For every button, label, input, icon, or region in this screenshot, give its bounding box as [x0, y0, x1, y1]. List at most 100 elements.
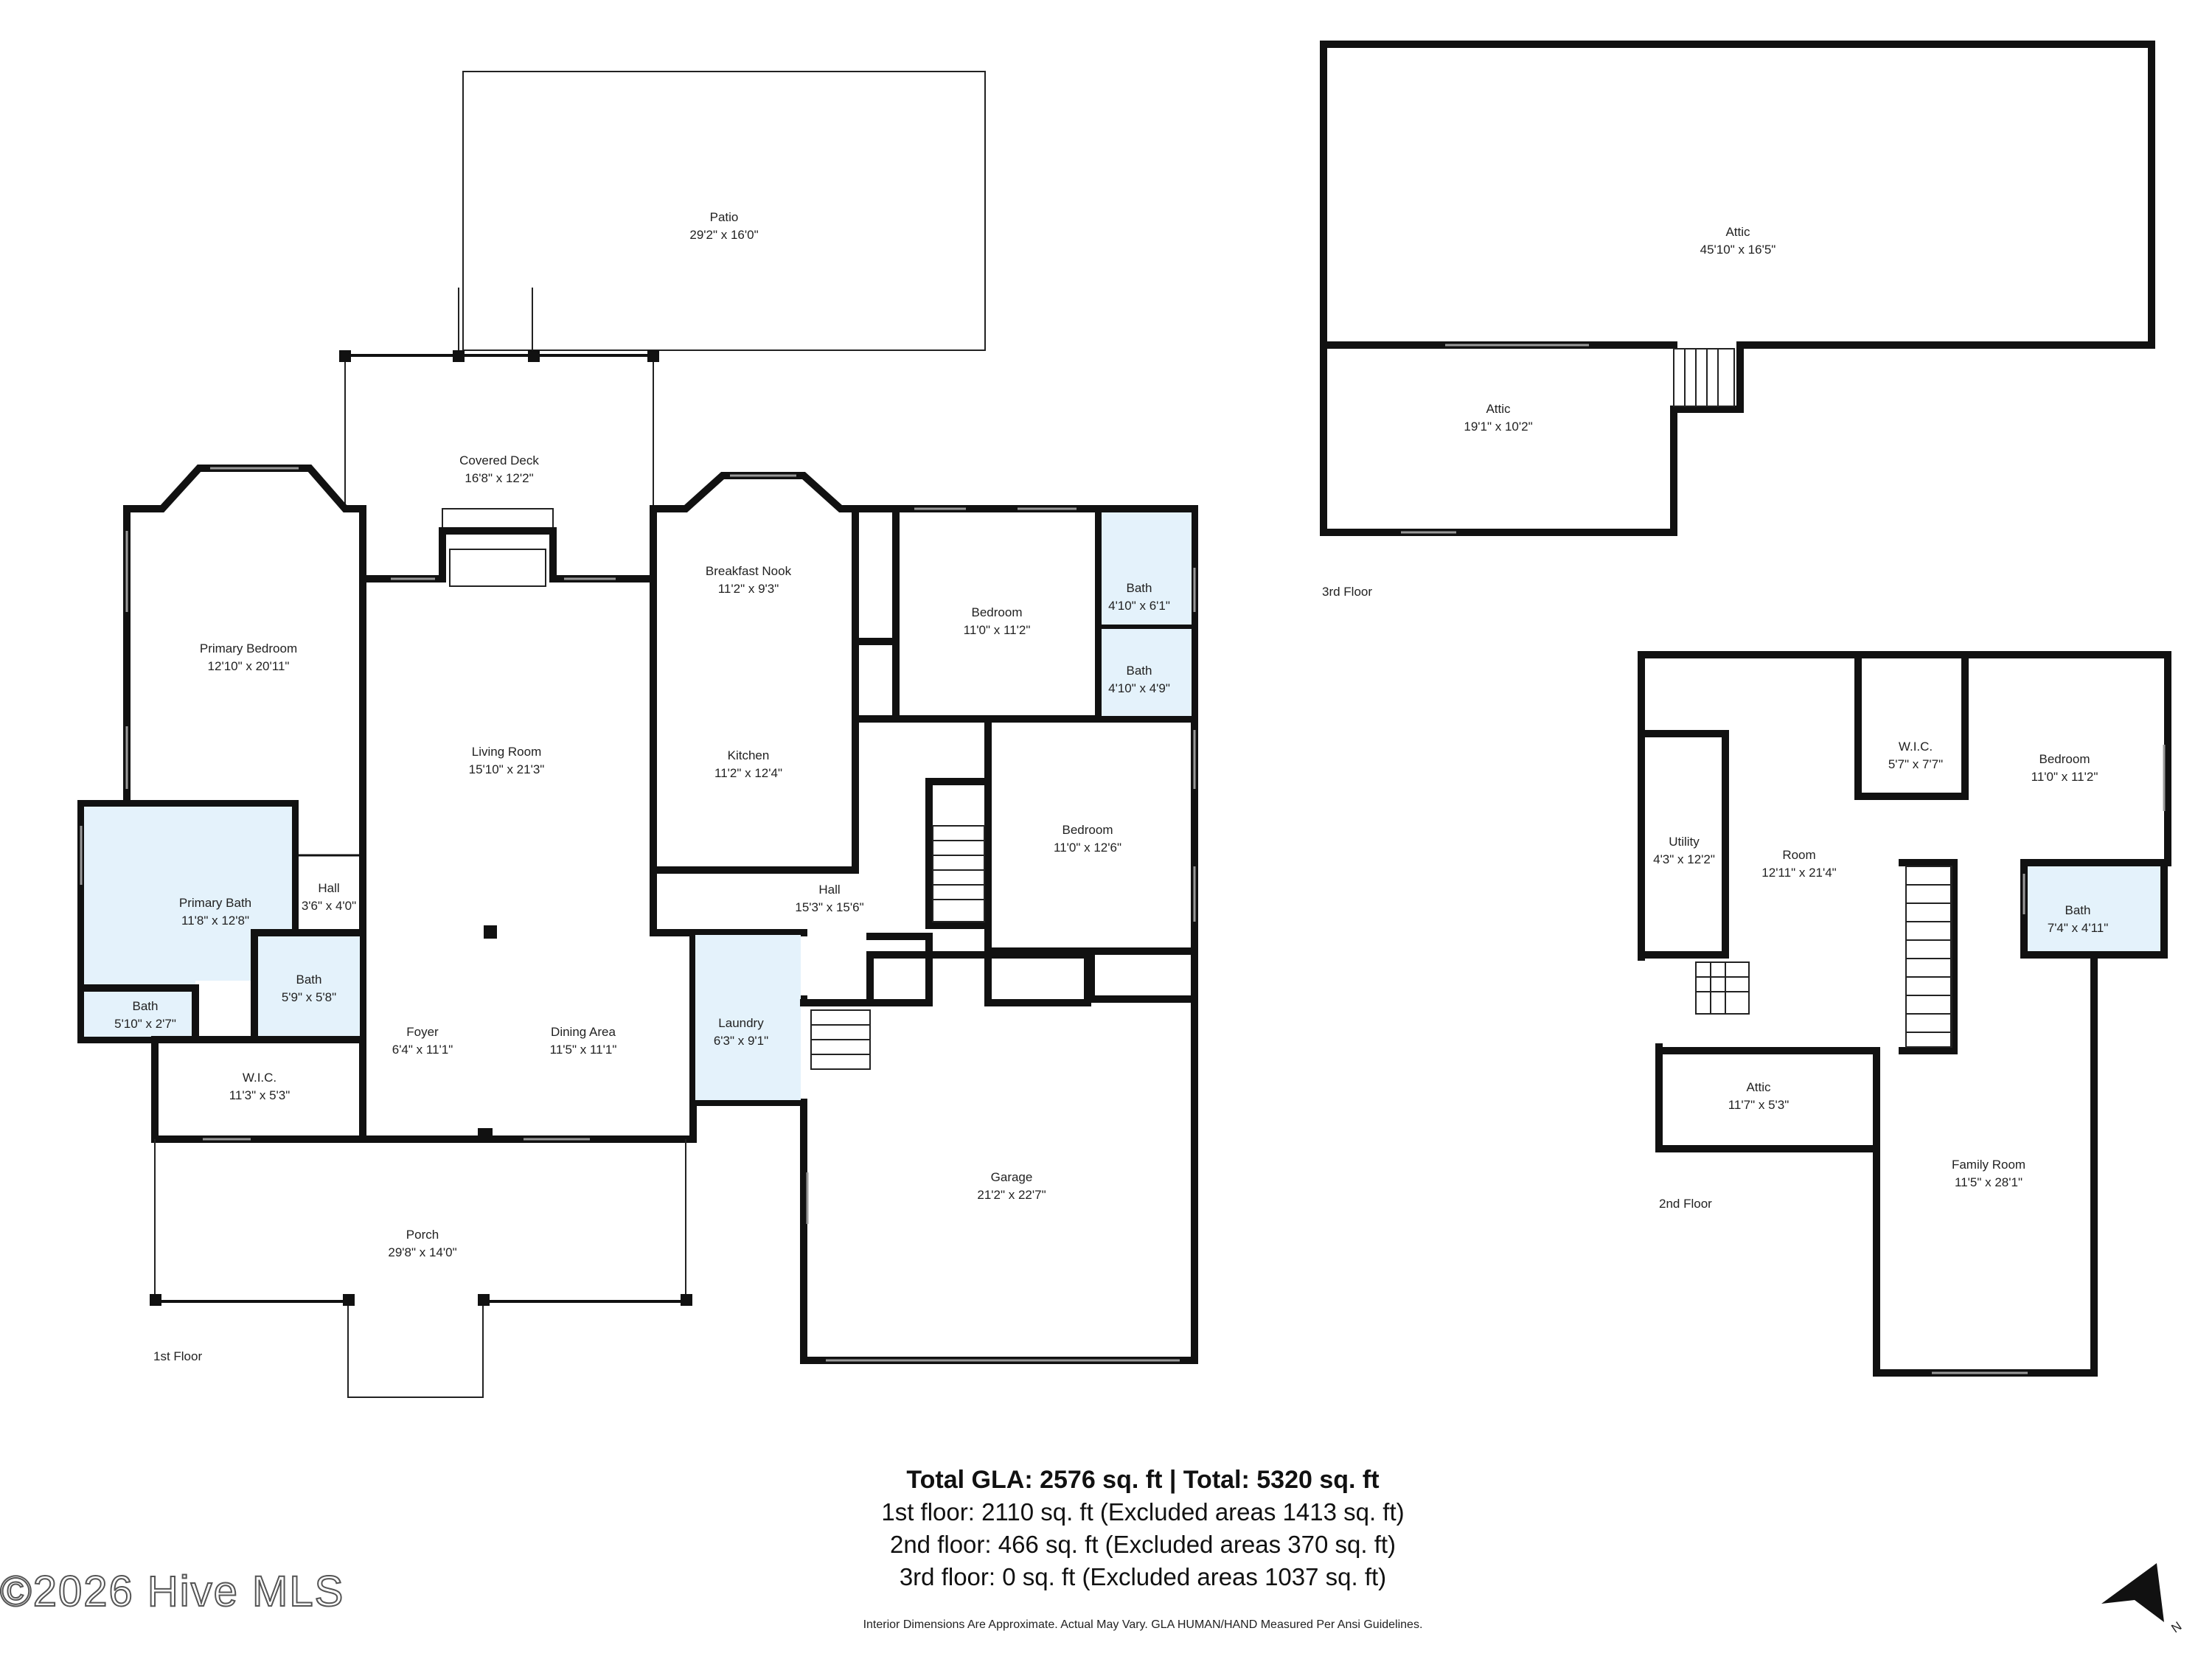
porch-outline — [154, 1139, 686, 1398]
utility-name: Utility — [1669, 835, 1700, 849]
bath-1-fill — [1102, 512, 1192, 625]
first-floor-area: 1st floor: 2110 sq. ft (Excluded areas 1… — [881, 1498, 1405, 1526]
bath-2-name: Bath — [1127, 664, 1152, 678]
laundry-fill — [695, 935, 801, 1100]
garage-dim: 21'2" x 22'7" — [977, 1188, 1046, 1202]
bath-5-dim: 7'4" x 4'11" — [2048, 921, 2109, 935]
svg-text:W.I.C.11'3" x 5'3": W.I.C. 11'3" x 5'3" — [229, 1071, 291, 1102]
second-floor-label: 2nd Floor — [1659, 1197, 1712, 1211]
patio-name: Patio — [710, 210, 739, 224]
bath-2-dim: 4'10" x 4'9" — [1108, 681, 1170, 695]
patio-outline — [462, 71, 986, 351]
north-arrow-icon: N — [2101, 1563, 2184, 1635]
primary-bedroom-name: Primary Bedroom — [200, 641, 297, 655]
garage-walls — [800, 951, 1198, 1006]
area-summary: Total GLA: 2576 sq. ft | Total: 5320 sq.… — [664, 1464, 1622, 1593]
family-room-dim: 11'5" x 28'1" — [1955, 1175, 2023, 1189]
hall-main-dim: 15'3" x 15'6" — [795, 900, 863, 914]
second-floor: W.I.C. 5'7" x 7'7" Bedroom 11'0" x 11'2" U… — [1638, 651, 2171, 1377]
bedroom-3-dim: 11'0" x 11'2" — [2031, 770, 2098, 784]
stairs-second — [1695, 866, 1952, 1048]
foyer-dim: 6'4" x 11'1" — [392, 1043, 453, 1057]
wic-1-dim: 11'3" x 5'3" — [229, 1088, 291, 1102]
main-exterior-wall — [77, 472, 1198, 1364]
fireplace — [449, 549, 546, 587]
primary-bath-fill — [84, 807, 292, 988]
covered-deck-name: Covered Deck — [459, 453, 539, 467]
hall-main-name: Hall — [818, 883, 840, 897]
dining-area-dim: 11'5" x 11'1" — [550, 1043, 617, 1057]
utility-dim: 4'3" x 12'2" — [1653, 852, 1715, 866]
laundry-name: Laundry — [718, 1016, 764, 1030]
garage-name: Garage — [991, 1170, 1033, 1184]
breakfast-nook-name: Breakfast Nook — [706, 564, 792, 578]
foyer-name: Foyer — [406, 1025, 439, 1039]
hall-small-dim: 3'6" x 4'0" — [302, 899, 356, 913]
first-floor-label: 1st Floor — [153, 1349, 202, 1363]
wic-2-name: W.I.C. — [1899, 740, 1933, 754]
laundry-dim: 6'3" x 9'1" — [714, 1034, 768, 1048]
first-floor: Patio 29'2" x 16'0" Covered Deck 16'8" x 1… — [77, 71, 1198, 1398]
bath-5-name: Bath — [2065, 903, 2091, 917]
wic-1-name: W.I.C. — [243, 1071, 276, 1085]
patio-dim: 29'2" x 16'0" — [689, 228, 758, 242]
primary-bath-name: Primary Bath — [179, 896, 251, 910]
bath-1-dim: 4'10" x 6'1" — [1108, 599, 1170, 613]
attic-small-name: Attic — [1746, 1080, 1771, 1094]
svg-text:W.I.C.5'7" x 7'7": W.I.C. 5'7" x 7'7" — [1888, 740, 1943, 771]
total-area: Total GLA: 2576 sq. ft | Total: 5320 sq.… — [906, 1466, 1380, 1494]
attic-outline — [1320, 41, 2155, 536]
bedroom-3-name: Bedroom — [2039, 752, 2090, 766]
second-floor-area: 2nd floor: 466 sq. ft (Excluded areas 37… — [889, 1531, 1397, 1558]
living-room-dim: 15'10" x 21'3" — [469, 762, 545, 776]
bath-3-name: Bath — [296, 973, 322, 987]
bath-1-name: Bath — [1127, 581, 1152, 595]
covered-deck-dim: 16'8" x 12'2" — [465, 471, 533, 485]
attic-big-dim: 45'10" x 16'5" — [1700, 243, 1776, 257]
bedroom-1-name: Bedroom — [972, 605, 1023, 619]
third-floor-area: 3rd floor: 0 sq. ft (Excluded areas 1037… — [899, 1563, 1387, 1590]
room-name: Room — [1782, 848, 1815, 862]
disclaimer: Interior Dimensions Are Approximate. Act… — [863, 1618, 1423, 1631]
primary-bedroom-dim: 12'10" x 20'11" — [208, 659, 290, 673]
covered-deck-outline — [344, 355, 654, 509]
compass-label: N — [2168, 1619, 2184, 1636]
attic-mid-name: Attic — [1486, 402, 1511, 416]
bedroom-2-name: Bedroom — [1062, 823, 1113, 837]
attic-big-name: Attic — [1725, 225, 1750, 239]
attic-small-dim: 11'7" x 5'3" — [1728, 1098, 1790, 1112]
stairs-third — [1673, 348, 1735, 407]
bath-4-fill — [84, 988, 193, 1037]
dining-area-name: Dining Area — [551, 1025, 616, 1039]
bath-4-name: Bath — [133, 999, 159, 1013]
bath-4-dim: 5'10" x 2'7" — [114, 1017, 176, 1031]
hall-small-name: Hall — [318, 881, 339, 895]
bedroom-2-dim: 11'0" x 12'6" — [1054, 841, 1121, 855]
breakfast-nook-dim: 11'2" x 9'3" — [718, 582, 779, 596]
bath-3-dim: 5'9" x 5'8" — [282, 990, 336, 1004]
wic-2-dim: 5'7" x 7'7" — [1888, 757, 1943, 771]
stairs-first — [810, 825, 985, 1070]
porch-dim: 29'8" x 14'0" — [388, 1245, 456, 1259]
